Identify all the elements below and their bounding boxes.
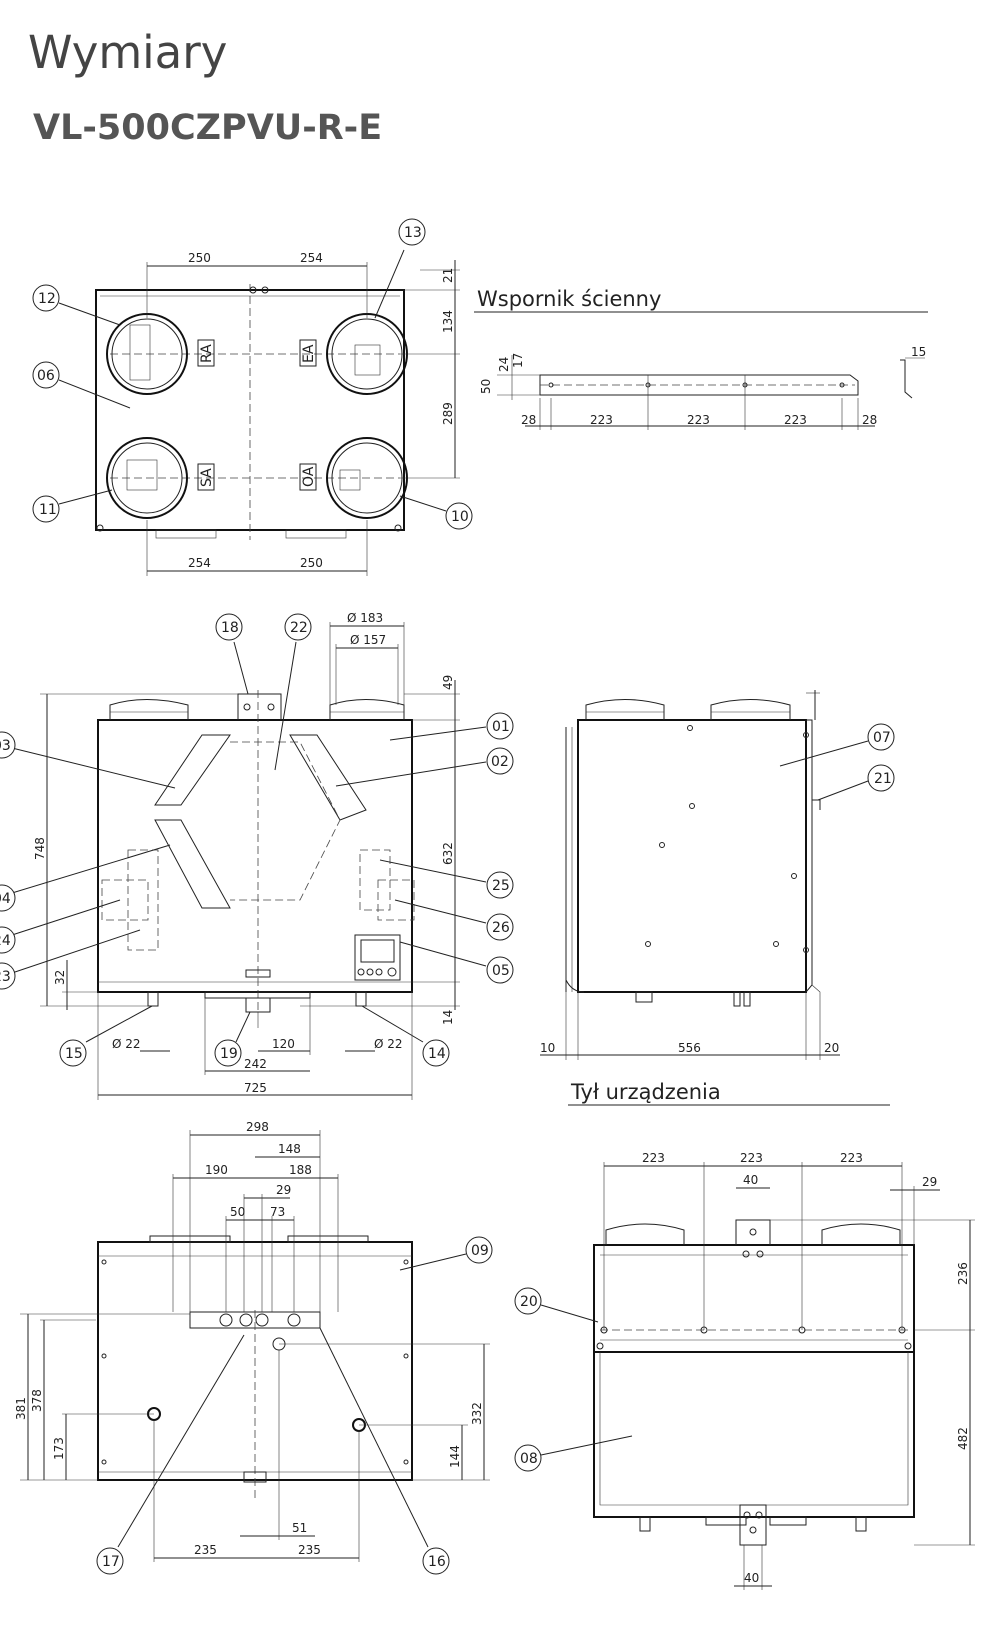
dim-rear-40-bottom: 40 (744, 1571, 759, 1585)
callout-11: 11 (39, 502, 57, 518)
wall-bracket-view: Wspornik ścienny 24 17 50 28 223 223 223… (474, 287, 928, 430)
dim-235-left: 235 (194, 1543, 217, 1557)
callout-06: 06 (37, 368, 55, 384)
callout-04: 04 (0, 891, 11, 907)
dim-190: 190 (205, 1163, 228, 1177)
bottom-view: 298 148 190 188 29 50 73 381 378 173 332… (14, 1120, 493, 1575)
dim-632: 632 (441, 842, 455, 865)
dim-32: 32 (53, 970, 67, 985)
dim-side-20: 20 (824, 1041, 839, 1055)
dim-725: 725 (244, 1081, 267, 1095)
caption-bracket: Wspornik ścienny (477, 287, 661, 311)
dim-51: 51 (292, 1521, 307, 1535)
callout-21: 21 (874, 771, 892, 787)
callout-25: 25 (492, 878, 510, 894)
port-label-sa: SA (199, 468, 215, 487)
callout-23: 23 (0, 969, 11, 985)
dim-d22-left: Ø 22 (112, 1037, 141, 1051)
dim-d183: Ø 183 (347, 611, 383, 625)
dim-298: 298 (246, 1120, 269, 1134)
dim-bracket-24: 24 (497, 357, 511, 372)
caption-rear: Tył urządzenia (570, 1080, 721, 1104)
callout-15: 15 (65, 1046, 83, 1062)
callout-24: 24 (0, 933, 11, 949)
dim-rear-482: 482 (956, 1427, 970, 1450)
callout-26: 26 (492, 920, 510, 936)
dim-rear-29: 29 (922, 1175, 937, 1189)
dim-29: 29 (276, 1183, 291, 1197)
dim-242: 242 (244, 1057, 267, 1071)
dim-side-10: 10 (540, 1041, 555, 1055)
callout-22: 22 (290, 620, 308, 636)
dim-top-250: 250 (188, 251, 211, 265)
dim-235-right: 235 (298, 1543, 321, 1557)
callout-19: 19 (220, 1046, 238, 1062)
callout-01: 01 (492, 719, 510, 735)
dim-14: 14 (441, 1010, 455, 1025)
callout-09: 09 (471, 1243, 489, 1259)
dim-49: 49 (441, 675, 455, 690)
port-label-oa: OA (301, 466, 317, 487)
page-title: Wymiary (28, 26, 228, 79)
dim-bracket-223-c: 223 (784, 413, 807, 427)
callout-05: 05 (492, 963, 510, 979)
callout-13: 13 (404, 225, 422, 241)
duct-sa (106, 437, 188, 519)
dim-144: 144 (448, 1445, 462, 1468)
dim-bracket-223-a: 223 (590, 413, 613, 427)
dim-top-254: 254 (300, 251, 323, 265)
dim-bracket-223-b: 223 (687, 413, 710, 427)
port-label-ra: RA (199, 344, 215, 363)
dim-21: 21 (441, 268, 455, 283)
dim-120: 120 (272, 1037, 295, 1051)
dim-bracket-28-right: 28 (862, 413, 877, 427)
callout-18: 18 (221, 620, 239, 636)
dim-bottom-254: 254 (188, 556, 211, 570)
dim-381: 381 (14, 1397, 28, 1420)
dim-188: 188 (289, 1163, 312, 1177)
dim-173: 173 (52, 1437, 66, 1460)
dim-rear-40-top: 40 (743, 1173, 758, 1187)
dim-bracket-28-left: 28 (521, 413, 536, 427)
dim-748: 748 (33, 837, 47, 860)
dim-d22-right: Ø 22 (374, 1037, 403, 1051)
callout-08: 08 (520, 1451, 538, 1467)
dim-rear-236: 236 (956, 1262, 970, 1285)
dim-378: 378 (30, 1389, 44, 1412)
dim-side-556: 556 (678, 1041, 701, 1055)
callout-14: 14 (428, 1046, 446, 1062)
callout-07: 07 (873, 730, 891, 746)
callout-12: 12 (38, 291, 56, 307)
dim-134: 134 (441, 310, 455, 333)
dim-50: 50 (230, 1205, 245, 1219)
model-name: VL-500CZPVU-R-E (33, 108, 383, 148)
port-label-ea: EA (301, 344, 317, 363)
rear-view: 223 223 223 40 29 236 482 40 20 08 (514, 1151, 975, 1590)
dim-bracket-17: 17 (511, 353, 525, 368)
dim-bracket-15: 15 (911, 345, 926, 359)
side-view: 10 556 20 07 21 (540, 690, 895, 1060)
callout-02: 02 (491, 754, 509, 770)
callout-16: 16 (428, 1554, 446, 1570)
top-view: RA EA SA OA 250 254 254 250 21 134 289 1… (32, 218, 473, 576)
dim-rear-223-c: 223 (840, 1151, 863, 1165)
dim-289: 289 (441, 402, 455, 425)
dim-rear-223-b: 223 (740, 1151, 763, 1165)
dim-d157: Ø 157 (350, 633, 386, 647)
callout-03: 03 (0, 738, 11, 754)
callout-20: 20 (520, 1294, 538, 1310)
dim-bottom-250: 250 (300, 556, 323, 570)
dim-148: 148 (278, 1142, 301, 1156)
dim-rear-223-a: 223 (642, 1151, 665, 1165)
callout-10: 10 (451, 509, 469, 525)
front-view: Ø 183 Ø 157 49 632 14 748 32 Ø 22 Ø 22 1… (0, 611, 514, 1100)
callout-17: 17 (102, 1554, 120, 1570)
dim-73: 73 (270, 1205, 285, 1219)
dim-bracket-50: 50 (479, 379, 493, 394)
dim-332: 332 (470, 1402, 484, 1425)
